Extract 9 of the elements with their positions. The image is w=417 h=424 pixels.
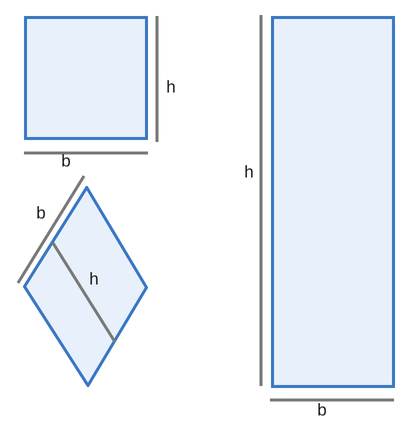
dimension-label: h — [244, 164, 254, 180]
dimension-label: b — [317, 402, 327, 418]
rhombus-shape — [23, 186, 148, 387]
rectangle-shape — [271, 16, 395, 388]
dimension-label: b — [61, 152, 71, 170]
dimension-label: b — [36, 204, 46, 222]
dimension-label: h — [89, 270, 99, 288]
rectangle-shape — [24, 16, 148, 140]
dimension-label: h — [166, 78, 176, 96]
